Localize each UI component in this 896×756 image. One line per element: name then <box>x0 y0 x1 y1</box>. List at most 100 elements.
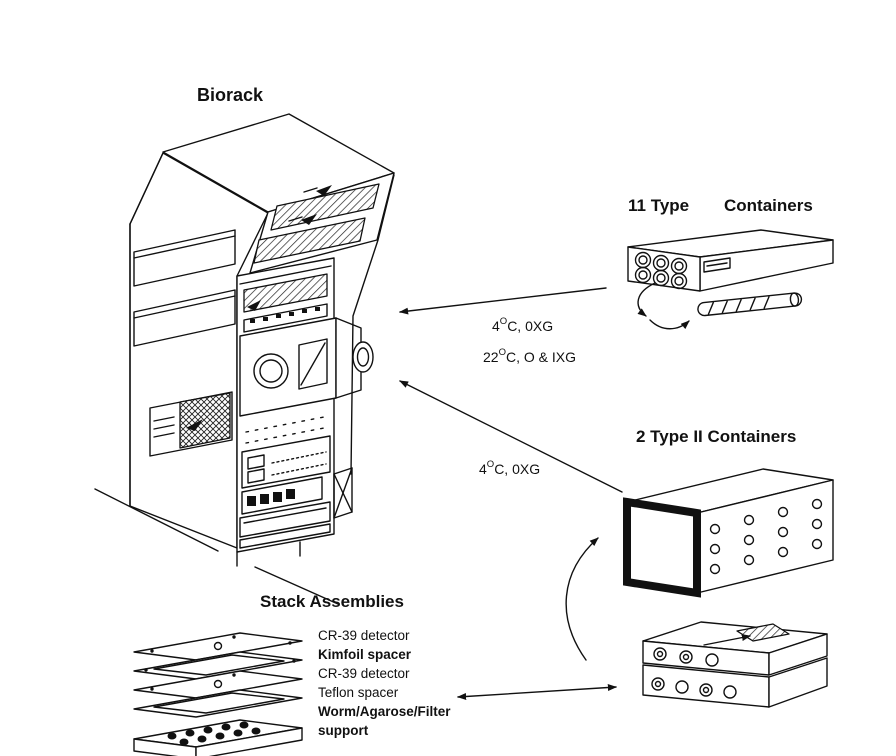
slab-hole-inner <box>702 686 710 694</box>
control-key <box>302 309 307 313</box>
panel-ticks <box>271 463 327 476</box>
type1-hole-inner <box>674 261 684 271</box>
type2-bolt <box>777 526 789 538</box>
button-row <box>245 416 325 433</box>
slab-hole <box>675 680 689 694</box>
type1-label-line <box>706 262 728 267</box>
condition-route1-line2: 22OC, O & IXG <box>483 347 576 365</box>
type1-container-drawing <box>627 229 834 330</box>
tube-insert-arrow <box>649 319 690 330</box>
stack-plate <box>133 632 303 661</box>
slab-right-face <box>768 657 828 708</box>
support-hole <box>239 721 249 729</box>
incubator-viewport <box>298 338 328 390</box>
stack-layer-label-teflon: Teflon spacer <box>318 685 399 700</box>
type2-bolt <box>743 554 755 566</box>
display-digit <box>247 496 256 506</box>
arrow-type2-to-biorack <box>399 380 623 493</box>
biorack-vent-mesh <box>179 392 231 449</box>
support-hole <box>179 738 189 746</box>
stack-plate <box>133 689 303 718</box>
control-key <box>250 319 255 323</box>
support-hole <box>233 729 243 737</box>
type1-hole <box>670 272 688 290</box>
slab-hole <box>679 650 693 664</box>
vent-slit <box>153 432 175 438</box>
type1-containers-label-word: Containers <box>724 196 813 215</box>
plate-screw <box>292 659 296 663</box>
support-hole <box>221 723 231 731</box>
plate-center-hole <box>213 679 223 689</box>
plate-screw <box>232 673 236 677</box>
panel-ticks <box>271 451 327 464</box>
incubator-port <box>253 353 289 389</box>
incubator-knob-inner <box>356 347 370 367</box>
column-top-line <box>239 265 332 285</box>
bottom-tray-line <box>243 507 327 524</box>
type2-bolt <box>743 514 755 526</box>
type1-hole-inner <box>656 273 666 283</box>
stacked-container-drawing <box>642 621 828 708</box>
incubator-port-inner <box>259 359 283 383</box>
floor-line <box>254 566 339 605</box>
side-bracket-cross <box>333 467 353 519</box>
type2-bolt <box>743 534 755 546</box>
control-key <box>276 314 281 318</box>
slab-hole <box>723 685 737 699</box>
support-hole <box>215 732 225 740</box>
stack-assemblies-label: Stack Assemblies <box>260 592 404 611</box>
stack-assembly-drawing <box>133 632 303 756</box>
stack-layer-label-kimfoil: Kimfoil spacer <box>318 647 412 662</box>
support-hole <box>167 732 177 740</box>
plate-screw <box>150 687 154 691</box>
biorack-shelf-edge <box>133 235 236 259</box>
plate-screw <box>288 641 292 645</box>
slab-hole <box>699 683 713 697</box>
frame-edge-thick <box>129 152 164 225</box>
slab-hole <box>651 677 665 691</box>
frame-edge-thick <box>350 174 395 475</box>
support-hole <box>185 729 195 737</box>
stack-plate <box>133 670 303 699</box>
stack-layer-label-cr39-2: CR-39 detector <box>318 666 410 681</box>
panel-screen <box>247 468 265 484</box>
arrow-stacked-to-type2 <box>565 537 599 661</box>
slab-hole <box>653 647 667 661</box>
type1-hole-inner <box>656 258 666 268</box>
type1-containers-label-count: 11 Type <box>628 196 689 215</box>
vent-slit <box>153 424 175 430</box>
hood-window-arrow <box>301 214 317 225</box>
slab-hole-inner <box>682 653 690 661</box>
display-digit <box>273 492 282 502</box>
support-front-face <box>133 738 197 756</box>
column-window-arrow <box>247 300 261 311</box>
instrument-panel <box>241 435 331 489</box>
bottom-tray <box>239 501 331 538</box>
hood-window-hatched <box>253 217 366 264</box>
type2-bolt <box>709 563 721 575</box>
type2-bolt <box>709 543 721 555</box>
slab-hole <box>705 653 719 667</box>
plate-screw <box>144 668 148 672</box>
type1-hole <box>634 266 652 284</box>
stack-layer-label-support: support <box>318 723 369 738</box>
slab-hole-inner <box>654 680 662 688</box>
column-window-hatched <box>243 273 328 313</box>
slab-hole-inner <box>656 650 664 658</box>
type1-label-plate <box>703 257 731 273</box>
type2-bolt <box>811 538 823 550</box>
vent-arrow <box>186 419 203 431</box>
support-hole <box>203 726 213 734</box>
plate-center-hole <box>213 641 223 651</box>
display-digit <box>260 494 269 504</box>
biorack-shelf <box>133 289 236 347</box>
arrow-stack-to-container <box>457 684 617 700</box>
viewport-glare <box>300 342 326 386</box>
slab-right-face <box>768 633 828 676</box>
plate-inner-frame <box>153 692 285 714</box>
floor-line <box>94 488 219 552</box>
type2-containers-label: 2 Type II Containers <box>636 427 796 446</box>
type2-container-drawing <box>623 468 834 598</box>
